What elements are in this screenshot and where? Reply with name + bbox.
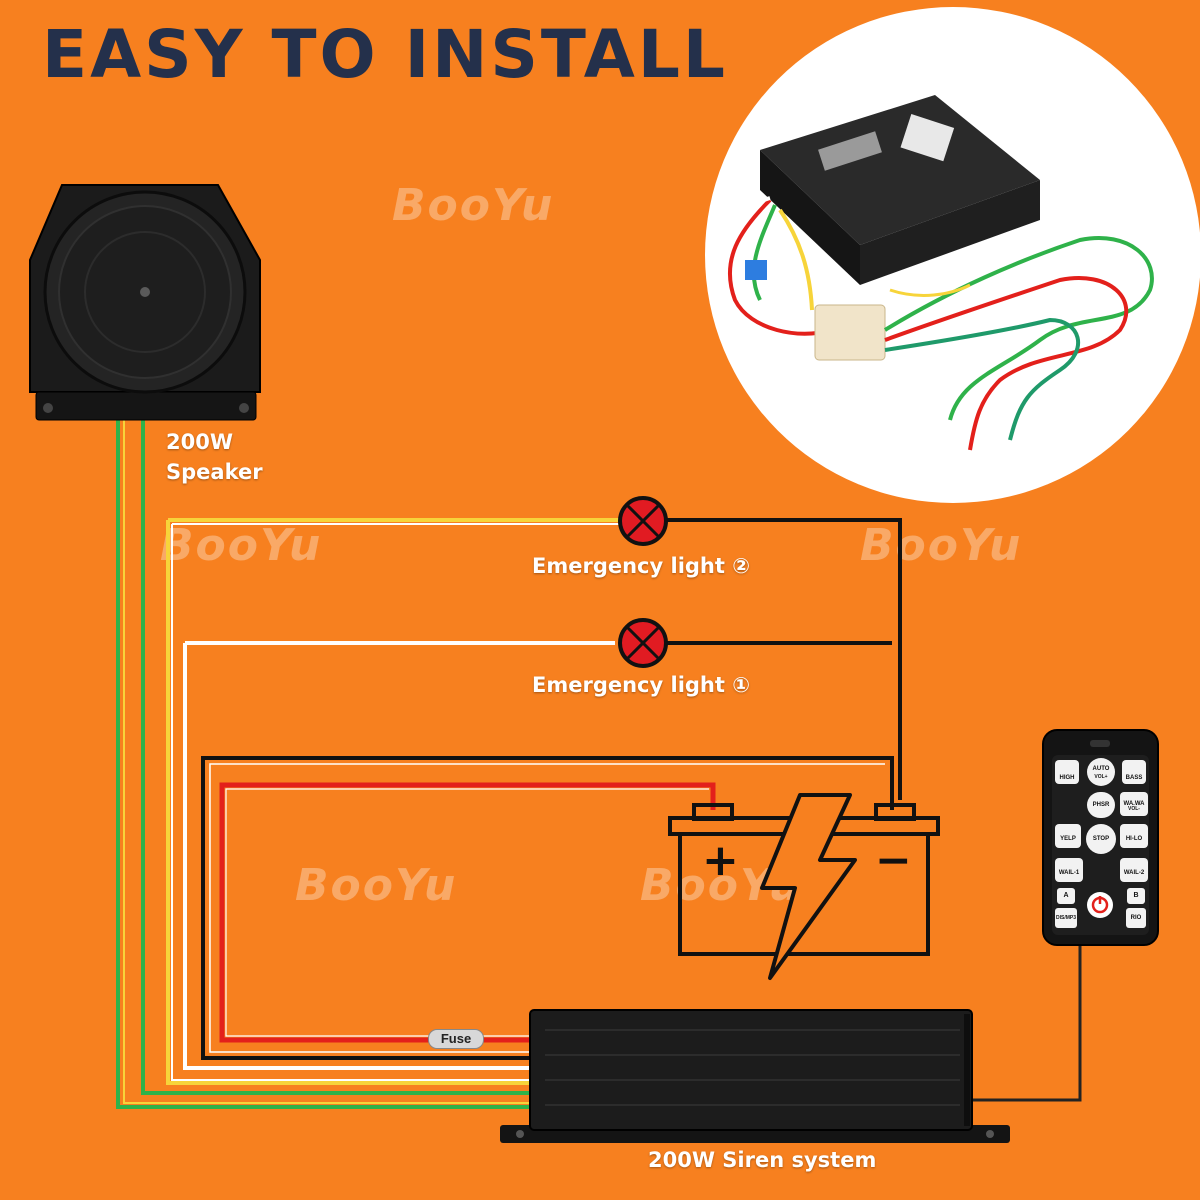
battery-minus-label: − <box>875 835 912 886</box>
light2-wire-white <box>171 524 538 1081</box>
battery <box>668 793 940 980</box>
speaker-wire-yellow <box>123 420 538 1104</box>
speaker-label-line1: 200W <box>166 430 233 454</box>
remote-button-wail2: WAIL-2 <box>1120 858 1148 882</box>
remote-button-wawa: WA.WA <box>1120 792 1148 816</box>
remote-button-bass: BASS <box>1122 760 1146 784</box>
light2-wire-yellow <box>166 520 538 1085</box>
remote-button-hilo: HI-LO <box>1120 824 1148 848</box>
remote-buttons: HIGH AUTO BASS PHSR WA.WA YELP STOP HI-L… <box>1054 758 1148 936</box>
watermark: BooYu <box>160 520 323 571</box>
remote-cable <box>970 938 1095 1102</box>
battery-plus-label: + <box>702 835 739 886</box>
remote-button-auto: AUTO <box>1087 758 1115 786</box>
remote-button-yelp: YELP <box>1055 824 1081 848</box>
remote-button-dis-mp3: DIS/MP3 <box>1055 908 1077 928</box>
remote-button-rio: RIO <box>1126 908 1146 928</box>
speaker-wire-green-2 <box>141 420 538 1095</box>
remote-button-phsr: PHSR <box>1087 792 1115 818</box>
product-photo <box>705 7 1200 503</box>
watermark: BooYu <box>860 520 1023 571</box>
remote-button-a: A <box>1057 888 1075 904</box>
remote-label-vol-up: VOL+ <box>1094 774 1108 780</box>
watermark: BooYu <box>295 860 458 911</box>
emergency-light-2-label: Emergency light ② <box>532 554 751 578</box>
emergency-light-2 <box>618 496 668 546</box>
speaker <box>29 184 261 421</box>
lightning-bolt-icon <box>760 793 857 980</box>
emergency-light-1 <box>618 618 668 668</box>
remote-button-stop: STOP <box>1086 824 1116 854</box>
speaker-wire-green <box>116 420 538 1109</box>
fuse-label: Fuse <box>428 1029 484 1049</box>
light2-ground-wire <box>665 518 902 800</box>
remote-label-vol-down: VOL- <box>1128 806 1140 812</box>
speaker-label-line2: Speaker <box>166 460 263 484</box>
remote-button-wail1: WAIL-1 <box>1055 858 1083 882</box>
remote-button-high: HIGH <box>1055 760 1079 784</box>
remote-button-b: B <box>1127 888 1145 904</box>
emergency-light-1-label: Emergency light ① <box>532 673 751 697</box>
light1-wire-white <box>183 643 538 1070</box>
watermark: BooYu <box>392 180 555 231</box>
battery-positive-wire <box>219 782 716 1043</box>
siren-label: 200W Siren system <box>648 1148 877 1172</box>
siren-amplifier <box>500 1009 1010 1143</box>
page-title: Easy to install <box>42 16 728 93</box>
battery-negative-wire <box>201 756 894 1060</box>
